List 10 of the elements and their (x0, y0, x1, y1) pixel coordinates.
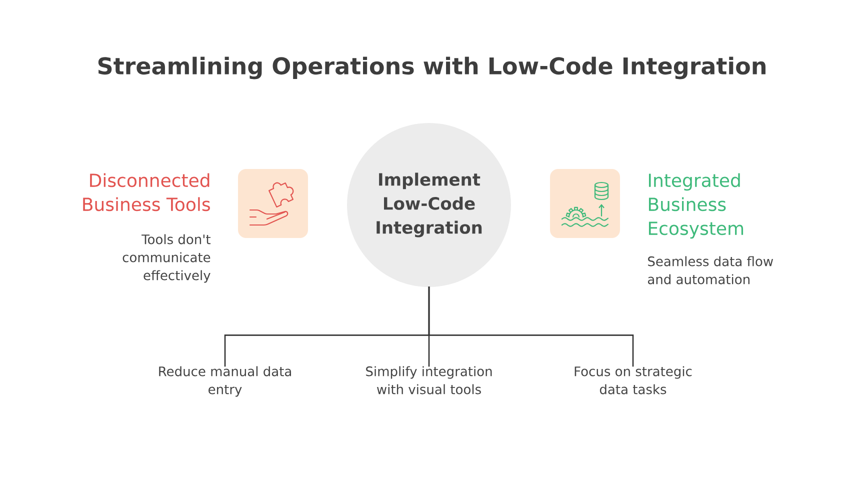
step-text: Focus on strategic data tasks (574, 366, 692, 394)
connector-line (428, 286, 634, 367)
description-text: Tools don't communicate effectively (122, 234, 210, 283)
step-text: Simplify integration with visual tools (366, 366, 492, 394)
circle-node: Implement Low-Code Integration (347, 123, 511, 287)
title: Streamlining Operations with Low-Code Integration (98, 56, 766, 80)
heading-text: Integrated Business Ecosystem (648, 173, 744, 239)
heading-text: Disconnected Business Tools (83, 173, 210, 212)
description-text: Seamless data flow and automation (648, 256, 773, 284)
step-text: Reduce manual data entry (159, 366, 291, 397)
